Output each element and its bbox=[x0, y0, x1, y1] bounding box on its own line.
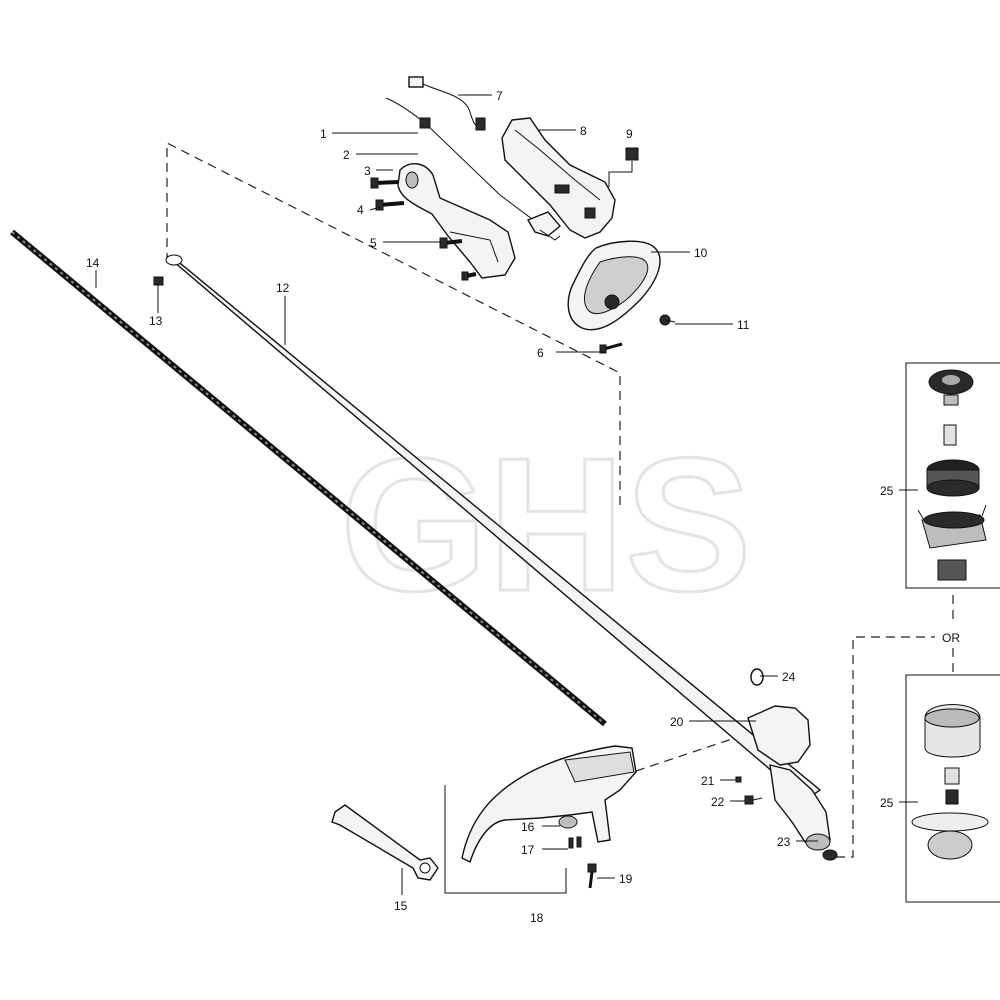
callout-18: 18 bbox=[530, 911, 544, 925]
callout-23: 23 bbox=[777, 835, 791, 849]
screw-22 bbox=[744, 795, 763, 805]
wire-harness bbox=[408, 76, 486, 131]
throttle-cable bbox=[385, 97, 541, 226]
callout-14: 14 bbox=[86, 256, 100, 270]
screw-11 bbox=[659, 314, 676, 326]
callout-6: 6 bbox=[537, 346, 544, 360]
callout-5: 5 bbox=[370, 236, 377, 250]
drive-shaft bbox=[10, 229, 607, 727]
guard-assembly bbox=[461, 745, 637, 863]
callout-10: 10 bbox=[694, 246, 708, 260]
callout-4: 4 bbox=[357, 203, 364, 217]
callout-22: 22 bbox=[711, 795, 725, 809]
trimmer-head-option-b bbox=[905, 674, 1000, 903]
leader-lines bbox=[95, 94, 918, 895]
handle-left-half bbox=[397, 163, 516, 279]
callout-3: 3 bbox=[364, 164, 371, 178]
callout-24: 24 bbox=[782, 670, 796, 684]
callout-19: 19 bbox=[619, 872, 633, 886]
callout-9: 9 bbox=[626, 127, 633, 141]
screws-3-4-5 bbox=[370, 177, 477, 281]
handle-cover bbox=[567, 240, 661, 331]
washer-24 bbox=[750, 668, 764, 686]
wrench bbox=[331, 804, 439, 881]
shaft-tube bbox=[165, 254, 822, 801]
guard-pins bbox=[568, 836, 582, 849]
trimmer-head-option-a bbox=[905, 362, 1000, 589]
gearhead bbox=[747, 705, 838, 861]
or-label: OR bbox=[942, 631, 960, 645]
handle-right-half bbox=[501, 117, 616, 239]
callout-12: 12 bbox=[276, 281, 290, 295]
assembly-lines bbox=[166, 142, 954, 858]
screw-6 bbox=[599, 342, 623, 354]
callout-13: 13 bbox=[149, 314, 163, 328]
screw-13 bbox=[153, 276, 164, 292]
switch bbox=[608, 147, 639, 187]
callout-21: 21 bbox=[701, 774, 715, 788]
throttle-trigger bbox=[526, 211, 561, 241]
callout-1: 1 bbox=[320, 127, 327, 141]
screw-21 bbox=[735, 776, 742, 783]
callouts: 7 1 2 8 9 3 4 5 10 11 6 14 13 12 16 17 1… bbox=[86, 89, 960, 925]
callout-17: 17 bbox=[521, 843, 535, 857]
callout-11: 11 bbox=[737, 318, 750, 332]
screw-19 bbox=[587, 863, 597, 889]
callout-25-top: 25 bbox=[880, 484, 894, 498]
callout-15: 15 bbox=[394, 899, 408, 913]
callout-20: 20 bbox=[670, 715, 684, 729]
callout-8: 8 bbox=[580, 124, 587, 138]
callout-25-bottom: 25 bbox=[880, 796, 894, 810]
callout-2: 2 bbox=[343, 148, 350, 162]
callout-7: 7 bbox=[496, 89, 503, 103]
guard-bracket-line bbox=[444, 785, 567, 894]
callout-16: 16 bbox=[521, 820, 535, 834]
